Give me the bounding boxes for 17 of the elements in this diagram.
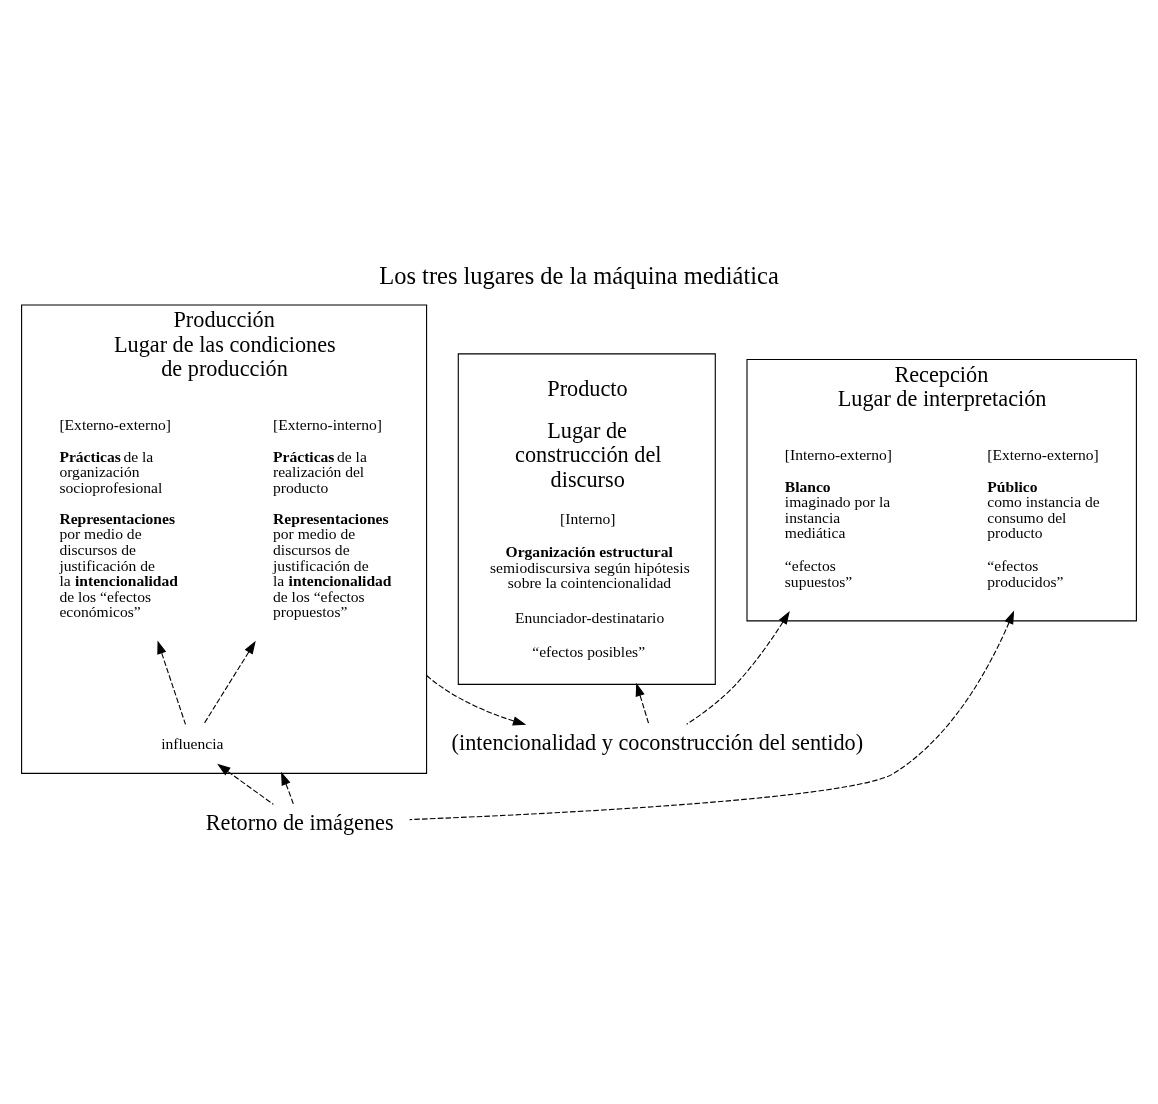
node-text: [Interno-externo] Blanco imaginado por la instancia mediática “efectos supuestos” <box>784 445 892 590</box>
node-text: Retorno de imágenes <box>205 809 394 835</box>
arrow <box>157 640 187 725</box>
node-box: Producto Lugar de construcción del discurso [Interno] Organización estructural semiodiscursiva según hipótesis sobre la cointencionalidad Enunciador-destinatario “efectos posibles” <box>457 352 716 685</box>
node-text: [Externo-externo] Público como instancia de consumo del producto “efectos producidos” <box>987 445 1100 590</box>
node-text: [Externo-interno] Prácticas de la realización del producto Representaciones por medio de discursos de justificación de la intencionalidad de los “efectos propuestos” <box>273 415 392 620</box>
arrow <box>281 771 295 805</box>
arrow <box>217 763 274 805</box>
node-text: [Externo-externo] Prácticas de la organización socioprofesional Representaciones por medio de discursos de justificación de la intencionalidad de los “efectos económicos” <box>59 415 178 620</box>
arrow <box>426 674 527 725</box>
arrow <box>409 610 1015 820</box>
node-text: (intencionalidad y coconstrucción del sentido) <box>451 729 864 755</box>
arrow <box>686 610 790 725</box>
diagram-title: Los tres lugares de la máquina mediática <box>379 261 779 289</box>
node-text: influencia <box>161 734 224 752</box>
arrow <box>203 640 256 725</box>
arrow <box>635 682 650 724</box>
